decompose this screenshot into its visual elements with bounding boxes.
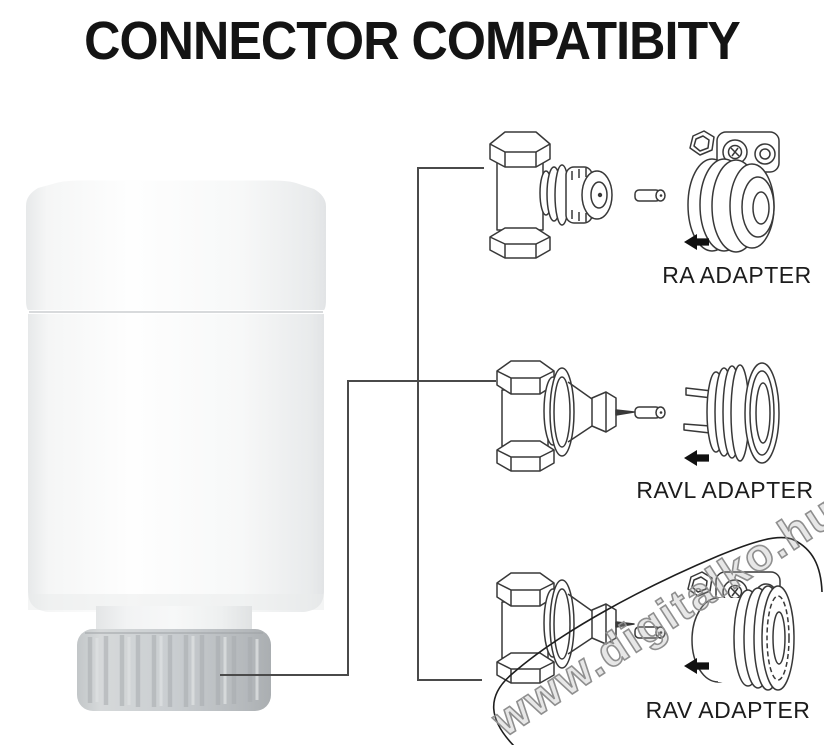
actuator-photo bbox=[26, 180, 326, 711]
collar-to-middle-line bbox=[220, 380, 496, 676]
adapter-label-ravl: RAVL ADAPTER bbox=[636, 477, 814, 503]
ravl-valve-icon bbox=[496, 360, 635, 472]
page-title: CONNECTOR COMPATIBITY bbox=[84, 11, 741, 71]
actuator-body bbox=[28, 314, 324, 612]
actuator-collar bbox=[77, 629, 271, 711]
ra-valve-icon bbox=[489, 131, 613, 259]
collar-ribs bbox=[87, 635, 253, 707]
connector-pin-icon-1 bbox=[634, 189, 666, 202]
top-bottom-branch-line bbox=[417, 167, 484, 681]
adapter-label-rav: RAV ADAPTER bbox=[645, 697, 811, 723]
left-arrow-icon-2 bbox=[684, 450, 709, 466]
ravl-adapter-icon bbox=[683, 362, 780, 464]
adapter-label-ra: RA ADAPTER bbox=[662, 262, 812, 288]
watermark-swoosh bbox=[492, 536, 823, 745]
rav-adapter-icon bbox=[687, 571, 795, 691]
actuator-cap bbox=[26, 180, 326, 310]
connector-pin-icon-2 bbox=[634, 406, 666, 419]
connector-lines bbox=[220, 167, 496, 681]
collar-rib-highlights bbox=[95, 636, 259, 706]
ra-adapter-icon bbox=[687, 130, 780, 253]
